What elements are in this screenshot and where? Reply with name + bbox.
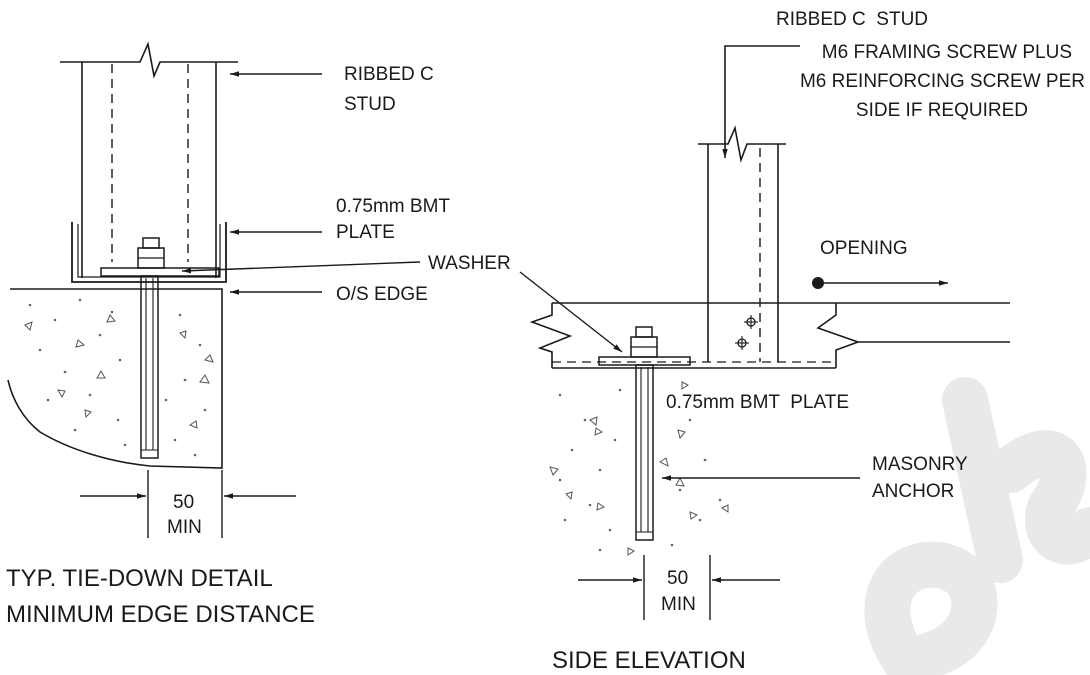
left-washer bbox=[100, 267, 220, 277]
left-dim-value: 50 bbox=[173, 492, 194, 513]
right-anchor-label-line1: MASONRY bbox=[872, 454, 968, 475]
left-plate-label-line1: 0.75mm BMT bbox=[336, 196, 450, 217]
left-title-line1: TYP. TIE-DOWN DETAIL bbox=[6, 565, 273, 592]
right-framing-screws bbox=[735, 315, 758, 350]
right-masonry-anchor-bolt bbox=[635, 364, 654, 541]
right-washer bbox=[598, 356, 691, 366]
right-opening-arrow bbox=[812, 277, 948, 289]
right-opening-label: OPENING bbox=[820, 238, 908, 259]
left-bmt-plate bbox=[71, 222, 227, 283]
right-nut bbox=[630, 326, 658, 358]
right-side-elevation: RIBBED C STUD M6 FRAMING SCREW PLUS M6 R… bbox=[519, 9, 1085, 674]
right-dim-value: 50 bbox=[667, 568, 688, 589]
right-screw-label-line2: M6 REINFORCING SCREW PER bbox=[800, 71, 1085, 92]
left-plate-label-line2: PLATE bbox=[336, 222, 395, 243]
left-nut bbox=[137, 237, 165, 269]
right-title: SIDE ELEVATION bbox=[552, 647, 746, 674]
left-washer-leader bbox=[181, 261, 421, 274]
left-washer-label: WASHER bbox=[428, 253, 511, 274]
left-tie-down-detail: RIBBED C STUD 0.75mm BMT PLATE WASHER O/… bbox=[6, 41, 511, 628]
right-stud-label: RIBBED C STUD bbox=[776, 9, 928, 30]
right-screw-label-line3: SIDE IF REQUIRED bbox=[856, 100, 1028, 121]
left-ribbed-c-stud bbox=[60, 41, 238, 278]
right-screw-label-line1: M6 FRAMING SCREW PLUS bbox=[822, 42, 1072, 63]
left-dim-unit: MIN bbox=[167, 517, 202, 538]
left-edge-label: O/S EDGE bbox=[336, 284, 428, 305]
left-concrete-slab bbox=[7, 288, 223, 469]
right-stud-leader bbox=[722, 45, 800, 158]
right-plate-label: 0.75mm BMT PLATE bbox=[666, 392, 849, 413]
right-concrete-zone bbox=[549, 381, 729, 556]
left-stud-label-line1: RIBBED C bbox=[344, 64, 434, 85]
right-anchor-label-line2: ANCHOR bbox=[872, 481, 954, 502]
right-ribbed-c-stud bbox=[698, 125, 786, 362]
right-bmt-plate bbox=[529, 302, 1010, 369]
right-dim-unit: MIN bbox=[661, 594, 696, 615]
watermark bbox=[864, 377, 1090, 675]
left-stud-label-line2: STUD bbox=[344, 94, 396, 115]
right-washer-leader bbox=[519, 271, 623, 353]
left-title-line2: MINIMUM EDGE DISTANCE bbox=[6, 601, 315, 628]
left-anchor-bolt bbox=[140, 275, 159, 459]
left-edge-dimension bbox=[80, 470, 296, 538]
right-edge-dimension bbox=[578, 555, 780, 620]
